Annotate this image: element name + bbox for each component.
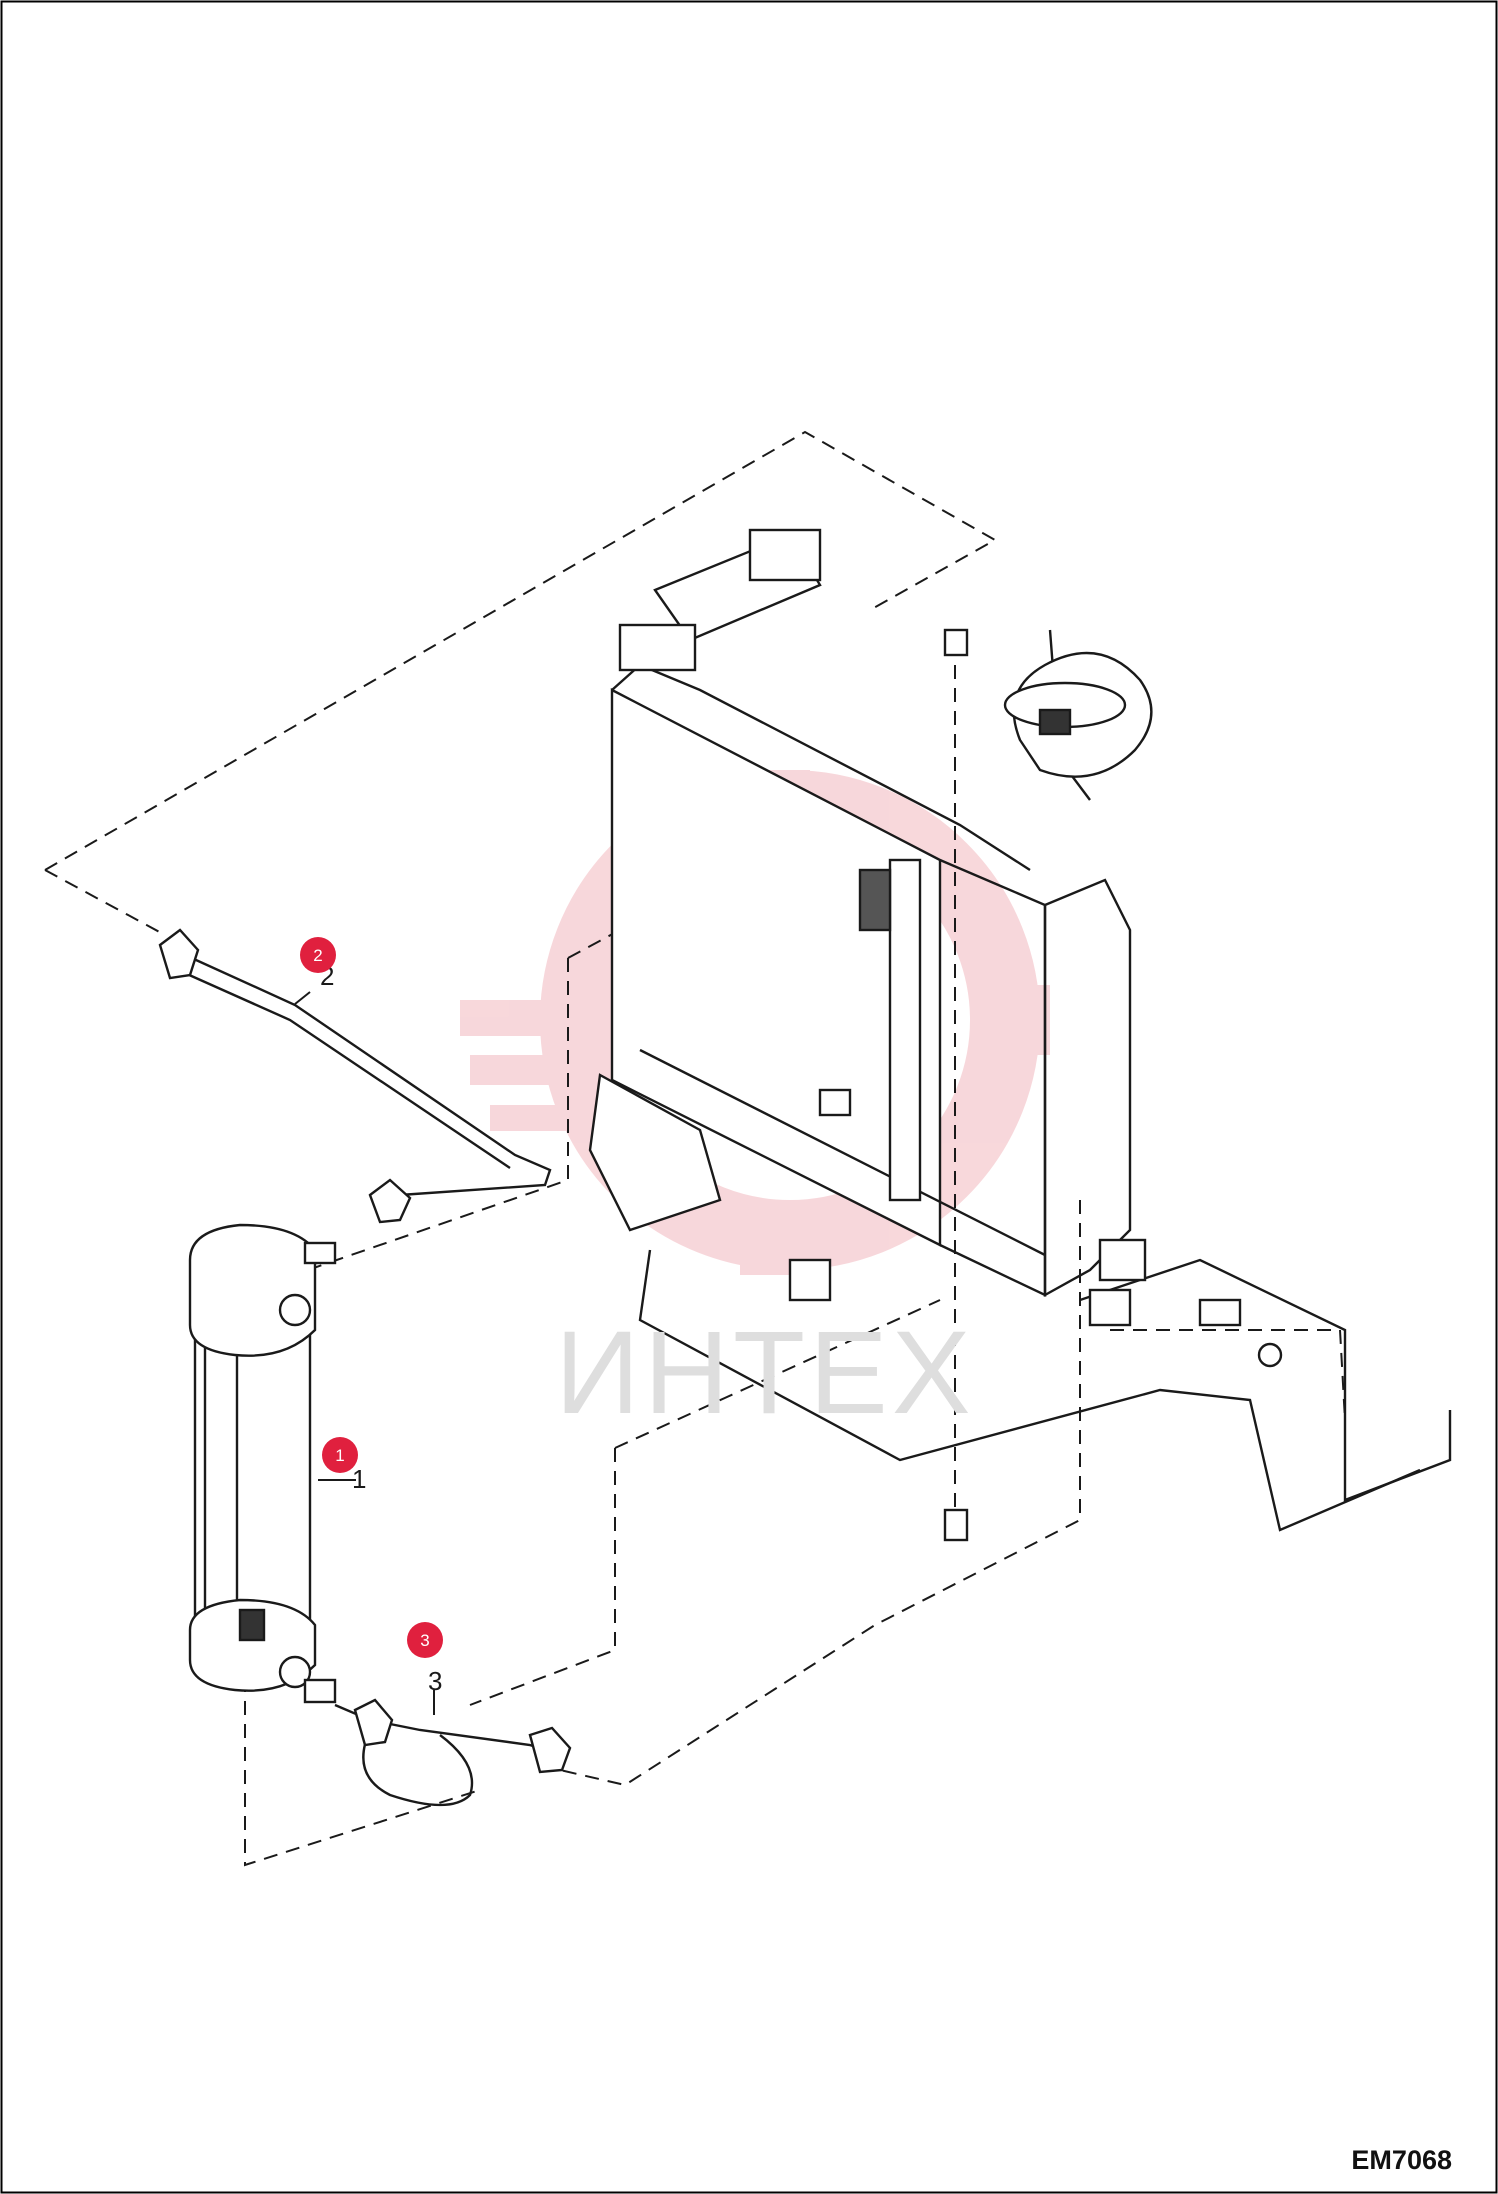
callout-leaders bbox=[294, 991, 435, 1715]
callout-badge-1[interactable]: 1 bbox=[322, 1437, 358, 1473]
radiator-assembly bbox=[588, 528, 1452, 1542]
callout-number-3: 3 bbox=[428, 1666, 442, 1696]
callout-badge-2[interactable]: 2 bbox=[300, 937, 336, 973]
svg-text:3: 3 bbox=[420, 1631, 429, 1650]
oil-cooler-part bbox=[188, 1223, 337, 1704]
callout-badge-3[interactable]: 3 bbox=[407, 1622, 443, 1658]
svg-text:1: 1 bbox=[335, 1446, 344, 1465]
svg-text:2: 2 bbox=[313, 946, 322, 965]
lower-hose-part bbox=[334, 1698, 572, 1807]
drawing-code: EM7068 bbox=[1351, 2145, 1452, 2175]
watermark-text: ИНТЕХ bbox=[555, 1307, 975, 1439]
upper-hose-part bbox=[158, 928, 552, 1224]
callout-number-1: 1 bbox=[352, 1464, 366, 1494]
